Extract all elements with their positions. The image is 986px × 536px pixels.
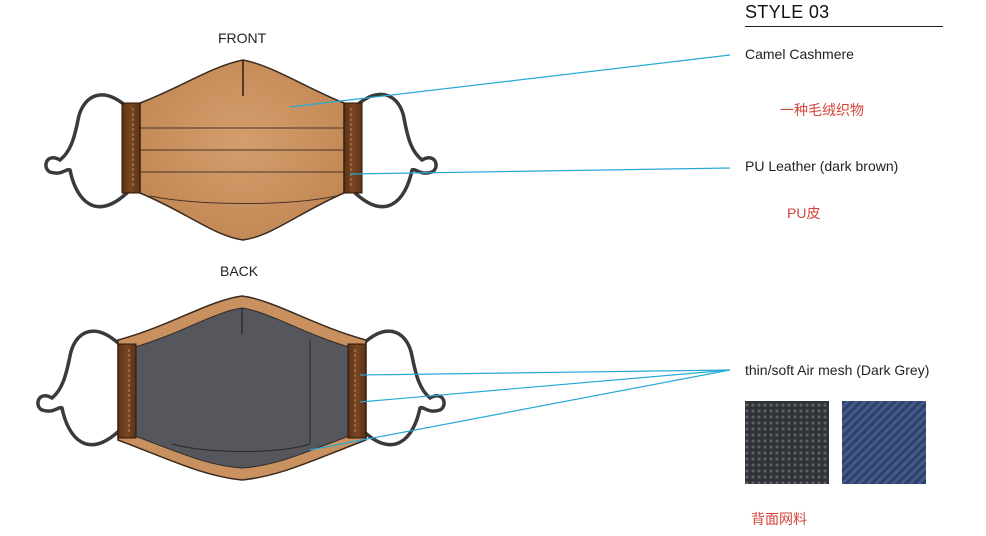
style-title-rule <box>745 26 943 27</box>
callout-line-mesh-3 <box>309 369 731 451</box>
swatch-grey-mesh <box>745 401 829 484</box>
front-left-leather-tab <box>121 102 141 194</box>
back-right-ear-loop <box>358 329 446 447</box>
back-right-leather-tab <box>347 343 367 439</box>
callout-line-cashmere <box>289 54 731 108</box>
front-mask <box>44 59 438 241</box>
back-view-label: BACK <box>220 263 259 279</box>
swatch-blue-mesh <box>842 401 926 484</box>
style-title: STYLE 03 <box>745 2 830 22</box>
back-left-leather-tab <box>117 343 137 439</box>
back-mask <box>36 295 446 481</box>
front-right-ear-loop <box>350 92 438 209</box>
label-camel-cashmere-cn: 一种毛绒织物 <box>780 102 864 118</box>
front-view-label: FRONT <box>218 30 267 46</box>
back-left-ear-loop <box>36 329 124 447</box>
front-right-leather-tab <box>343 102 363 194</box>
callout-line-mesh-1 <box>359 369 731 376</box>
callout-lines <box>289 54 731 451</box>
label-air-mesh-cn: 背面网料 <box>751 511 807 527</box>
label-pu-leather: PU Leather (dark brown) <box>745 158 899 174</box>
front-left-ear-loop <box>44 93 132 209</box>
label-pu-leather-cn: PU皮 <box>787 205 821 221</box>
callout-line-mesh-2 <box>359 369 731 403</box>
callout-line-leather <box>349 167 731 175</box>
label-camel-cashmere: Camel Cashmere <box>745 46 854 62</box>
label-air-mesh: thin/soft Air mesh (Dark Grey) <box>745 362 930 378</box>
